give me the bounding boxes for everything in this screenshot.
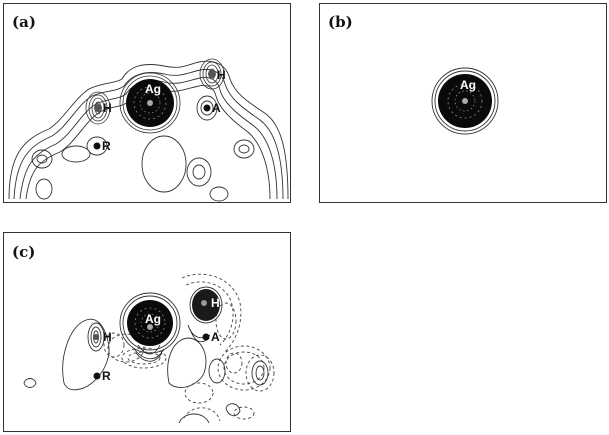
panel-a-label: (a) bbox=[12, 13, 36, 31]
panel-b-label: (b) bbox=[328, 13, 353, 31]
atom-r-a: R bbox=[102, 139, 111, 153]
contour-plot-b: Ag bbox=[431, 67, 499, 135]
atom-r-c: R bbox=[102, 369, 111, 383]
atom-ag-a: Ag bbox=[145, 82, 161, 96]
atom-h2-c: H bbox=[211, 296, 220, 310]
atom-a-c: A bbox=[211, 330, 220, 344]
atom-h1-a: H bbox=[103, 101, 112, 115]
panel-b: (b) Ag bbox=[319, 3, 607, 203]
atom-ag-c: Ag bbox=[145, 312, 161, 326]
panel-a: (a) bbox=[3, 3, 291, 203]
contour-plot-c: Ag H H A R bbox=[23, 273, 275, 424]
atom-h1-c: H bbox=[103, 330, 112, 344]
atom-h2-a: H bbox=[217, 68, 226, 82]
panel-c: (c) bbox=[3, 232, 291, 432]
panel-c-label: (c) bbox=[12, 243, 36, 261]
contour-plot-a: Ag H H A R bbox=[8, 58, 289, 202]
atom-ag-b: Ag bbox=[460, 78, 476, 92]
atom-a-a: A bbox=[212, 101, 221, 115]
